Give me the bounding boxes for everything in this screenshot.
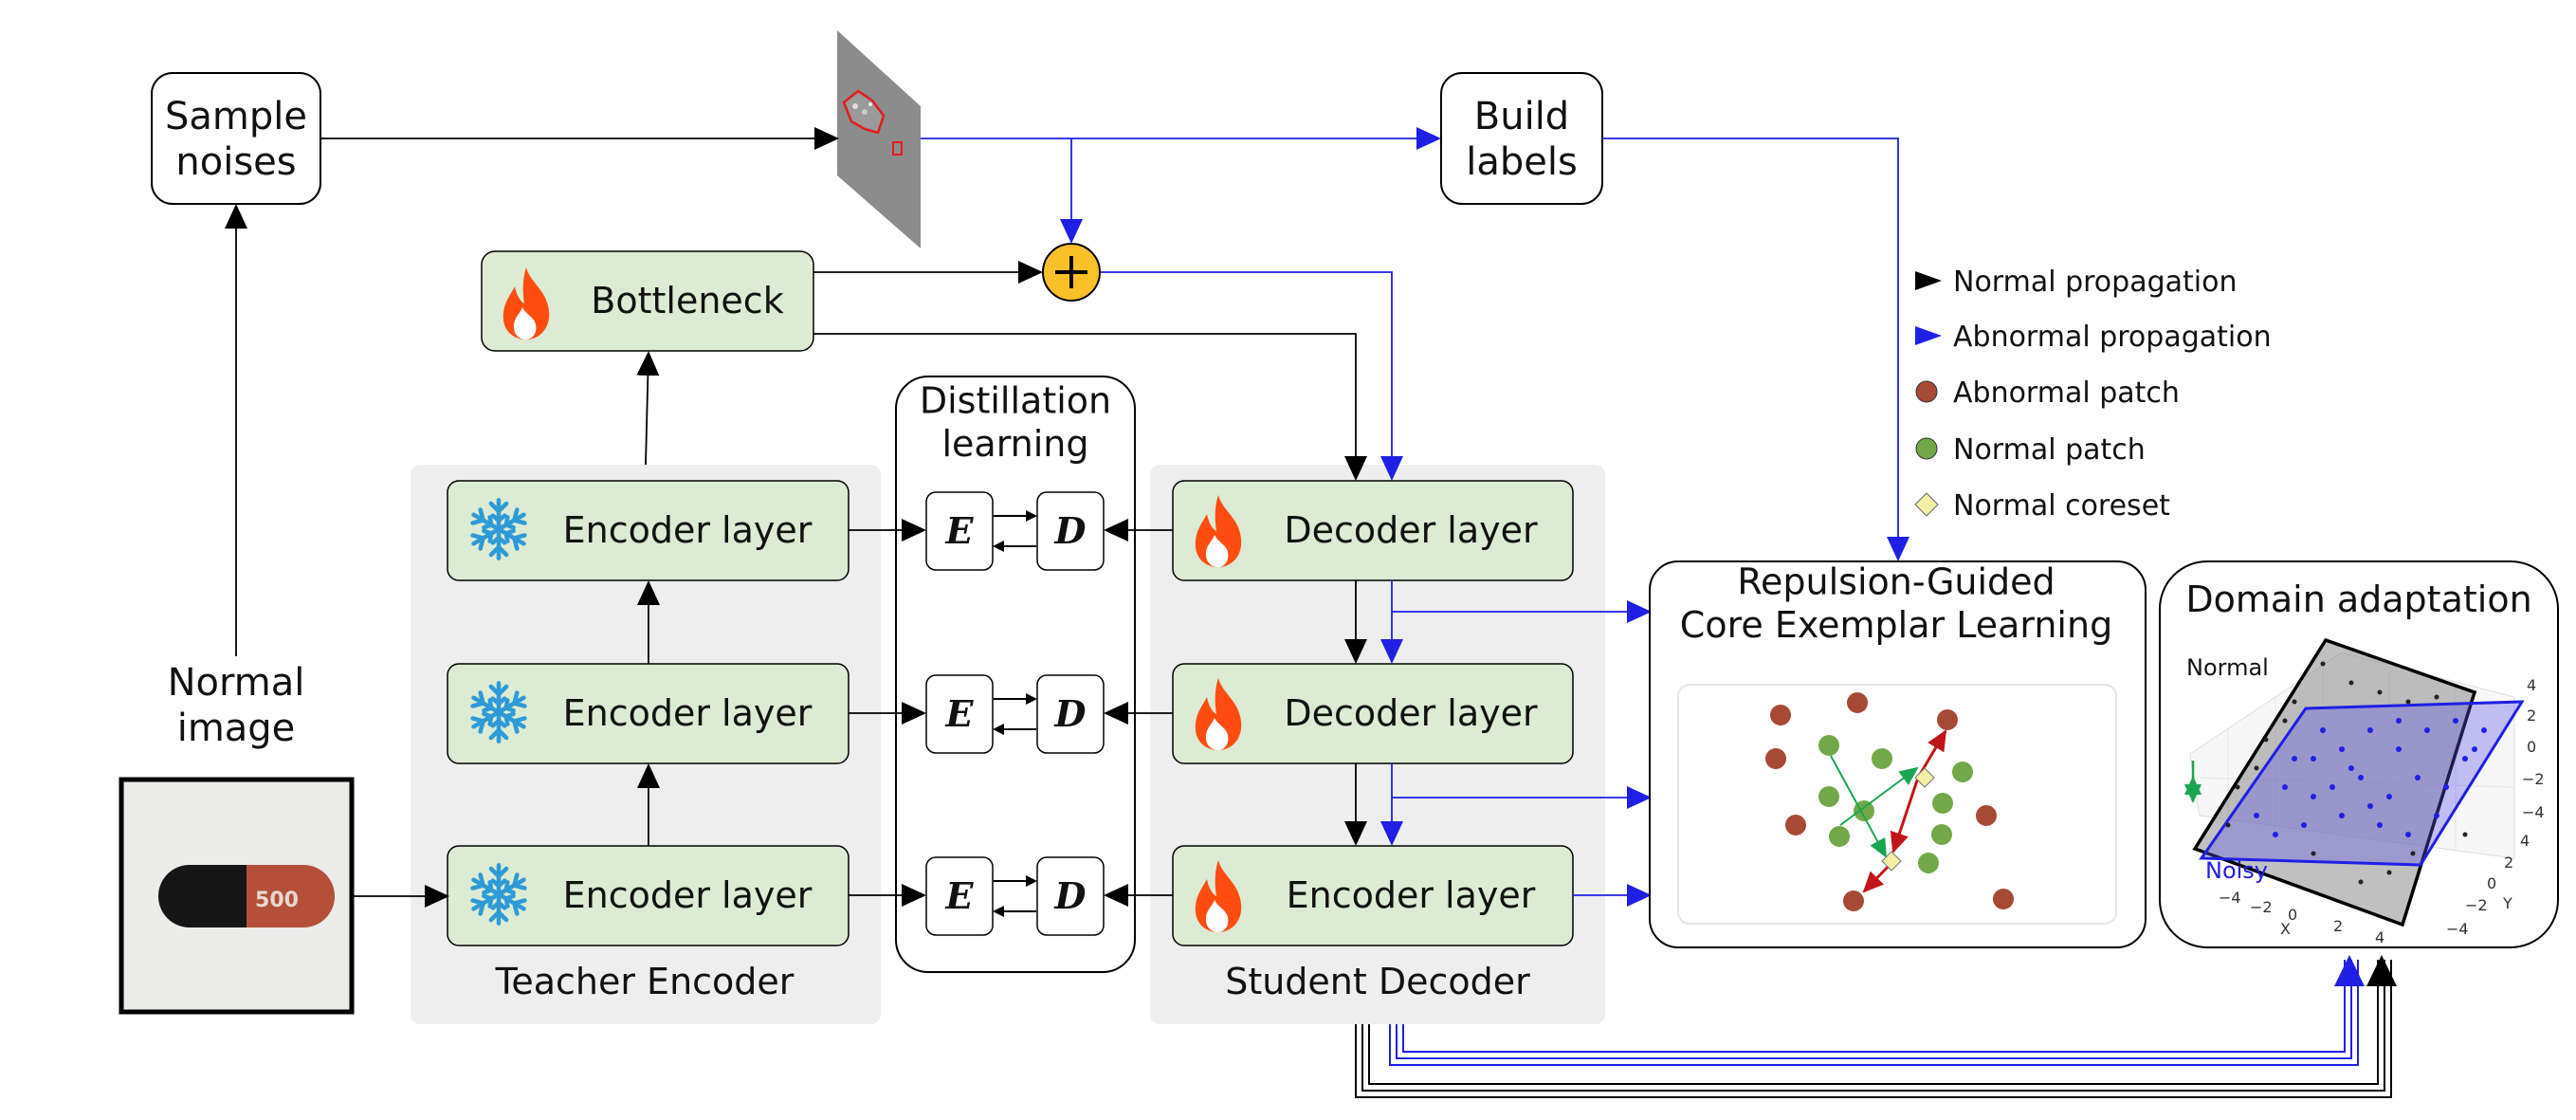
decoder-layer-2: Decoder layer (1172, 663, 1574, 764)
da-axis-y: Y (2502, 894, 2512, 912)
distillation-title-line-1: Distillation (920, 380, 1111, 422)
svg-text:0: 0 (2527, 738, 2536, 756)
svg-text:4: 4 (2527, 676, 2536, 694)
rgcel-title-line-1: Repulsion-Guided (1737, 561, 2055, 603)
legend-abnormal-propagation: Abnormal propagation (1953, 321, 2272, 354)
svg-text:Decoder layer: Decoder layer (1284, 509, 1538, 551)
domain-adaptation-feed (1355, 955, 2397, 1098)
build-labels-label-line-2: labels (1466, 140, 1578, 184)
abnormal-propagation-arrows (921, 127, 1909, 907)
student-decoder-title: Student Decoder (1225, 961, 1530, 1002)
svg-text:E: E (945, 692, 975, 735)
decoder-layer-3: Encoder layer (1172, 845, 1574, 946)
svg-text:−2: −2 (2250, 898, 2273, 916)
svg-text:−4: −4 (2446, 920, 2469, 938)
ed-pair-1: E D (925, 491, 1105, 571)
legend-normal-propagation: Normal propagation (1953, 266, 2237, 299)
sample-noises-box (151, 72, 321, 205)
svg-text:2: 2 (2527, 707, 2536, 725)
da-noisy-label: Noisy (2205, 857, 2268, 884)
legend: Normal propagation Abnormal propagation … (1914, 266, 2272, 523)
bottleneck-box (481, 250, 814, 352)
normal-image: 500 (119, 777, 355, 1015)
da-axis-x: X (2280, 920, 2291, 938)
svg-text:Encoder layer: Encoder layer (1287, 874, 1536, 916)
normal-image-label-line-2: image (177, 707, 296, 750)
distillation-title-line-2: learning (941, 423, 1088, 465)
svg-text:−2: −2 (2465, 896, 2488, 914)
svg-text:Decoder layer: Decoder layer (1284, 692, 1538, 734)
domain-adaptation-plot: Normal Noisy −4 −2 0 2 4 X −4 −2 0 2 4 Y… (2184, 637, 2545, 946)
svg-text:E: E (945, 874, 975, 917)
svg-text:Encoder layer: Encoder layer (563, 874, 813, 916)
bottleneck-label: Bottleneck (591, 280, 783, 321)
encoder-layer-1: Encoder layer (447, 480, 850, 581)
legend-normal-patch: Normal patch (1953, 433, 2146, 467)
encoder-layer-2: Encoder layer (447, 663, 850, 764)
svg-text:−2: −2 (2522, 770, 2545, 788)
svg-text:Encoder layer: Encoder layer (563, 509, 813, 551)
legend-normal-coreset: Normal coreset (1953, 489, 2170, 523)
svg-text:4: 4 (2520, 832, 2530, 850)
svg-text:−4: −4 (2522, 803, 2545, 821)
normal-image-label-line-1: Normal (168, 661, 305, 705)
svg-text:D: D (1054, 874, 1087, 917)
rgcel-plot-area (1677, 684, 2117, 925)
svg-text:0: 0 (2288, 906, 2297, 924)
svg-text:D: D (1054, 509, 1087, 552)
ed-pair-3: E D (925, 856, 1105, 936)
legend-abnormal-patch: Abnormal patch (1953, 376, 2180, 410)
teacher-encoder-title: Teacher Encoder (495, 961, 795, 1002)
build-labels-label-line-1: Build (1474, 95, 1569, 138)
normal-propagation-arrows (225, 127, 1367, 908)
ed-pair-2: E D (925, 674, 1105, 754)
decoder-layer-1: Decoder layer (1172, 480, 1574, 581)
sample-noises-label-line-1: Sample (165, 95, 307, 138)
noise-mask-image (837, 30, 921, 248)
rgcel-plot (1765, 692, 2014, 911)
svg-text:−4: −4 (2219, 889, 2241, 907)
capsule-imprint: 500 (255, 889, 299, 912)
svg-text:4: 4 (2375, 928, 2384, 946)
svg-text:E: E (945, 509, 975, 552)
svg-text:2: 2 (2504, 854, 2513, 872)
svg-text:Encoder layer: Encoder layer (563, 692, 813, 734)
build-labels-box (1440, 72, 1603, 205)
svg-text:0: 0 (2487, 874, 2496, 892)
da-normal-label: Normal (2186, 654, 2269, 681)
rgcel-title-line-2: Core Exemplar Learning (1680, 604, 2112, 646)
sample-noises-label-line-2: noises (175, 140, 296, 184)
domain-adaptation-title: Domain adaptation (2185, 578, 2531, 620)
svg-text:2: 2 (2333, 917, 2343, 935)
encoder-layer-3: Encoder layer (447, 845, 850, 946)
svg-text:D: D (1054, 692, 1087, 735)
